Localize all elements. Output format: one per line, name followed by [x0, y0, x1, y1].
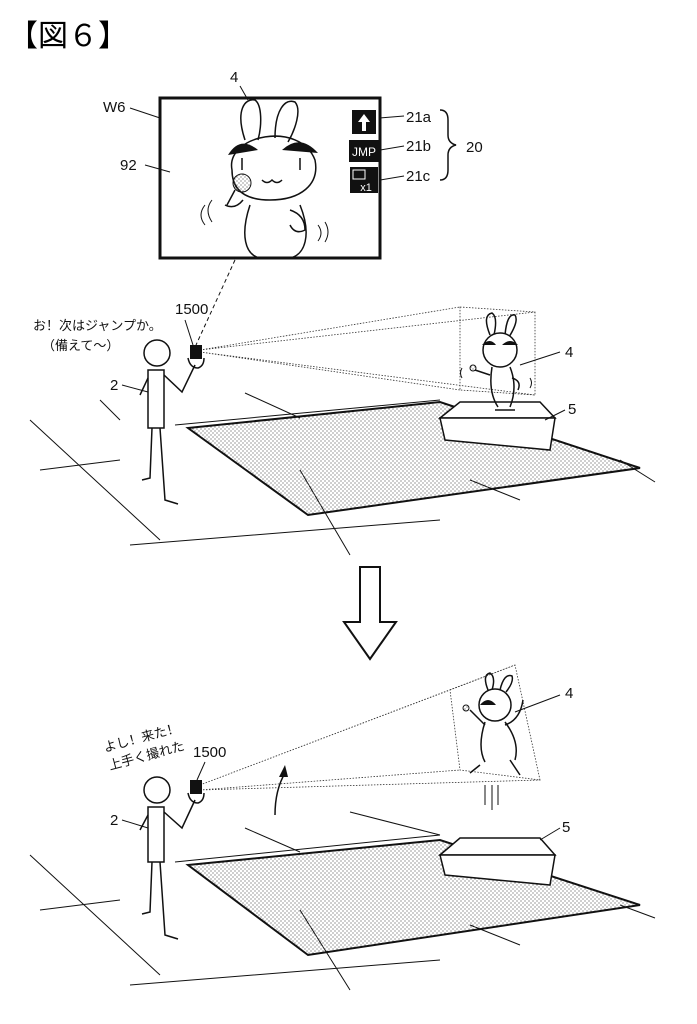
ref-w6: W6: [103, 99, 126, 116]
person-2-top: [140, 340, 195, 504]
device-1500-bottom: [188, 780, 204, 803]
brace: [440, 110, 456, 180]
ref-4-bottom: 4: [565, 685, 573, 702]
down-arrow-icon: [344, 567, 396, 659]
multiplier-icon: x1: [350, 167, 378, 194]
ref-1500-top: 1500: [175, 301, 208, 318]
svg-text:x1: x1: [360, 182, 372, 194]
up-arrow-icon: [352, 110, 376, 134]
ref-5-top: 5: [568, 401, 576, 418]
ref-1500-bottom: 1500: [193, 744, 226, 761]
ref-92: 92: [120, 157, 137, 174]
ref-2-top: 2: [110, 377, 118, 394]
ref-4-top: 4: [565, 344, 573, 361]
speech-top-line2: （備えて〜）: [42, 338, 119, 354]
ref-21c: 21c: [406, 168, 431, 185]
tilt-arrow-icon: [275, 773, 285, 815]
svg-text:JMP: JMP: [352, 145, 376, 159]
screen-w6: JMP x1 21a 21b 21c 20 4 W6 92: [103, 69, 483, 345]
ref-5-bottom: 5: [562, 819, 570, 836]
floor-mat: [188, 840, 640, 955]
device-1500-top: [188, 345, 204, 368]
floor-mat: [188, 402, 640, 515]
jump-icon: JMP: [349, 140, 379, 162]
ref-20: 20: [466, 139, 483, 156]
speech-top-line1: お！次はジャンプか。: [33, 318, 162, 334]
person-2-bottom: [140, 777, 195, 939]
scene-top: 4 5 1500 2 お！次はジャンプか。 （備えて〜）: [30, 301, 655, 555]
ref-4-screen: 4: [230, 69, 238, 86]
ref-21a: 21a: [406, 109, 432, 126]
figure-title: 【図６】: [8, 19, 128, 54]
rabbit-character: [461, 313, 532, 410]
scene-bottom: 4 5 1500 2 よし！来た！ 上手く撮れた: [30, 665, 655, 990]
rabbit-character-jumping: [463, 673, 523, 810]
ref-2-bottom: 2: [110, 812, 118, 829]
ref-21b: 21b: [406, 138, 431, 155]
